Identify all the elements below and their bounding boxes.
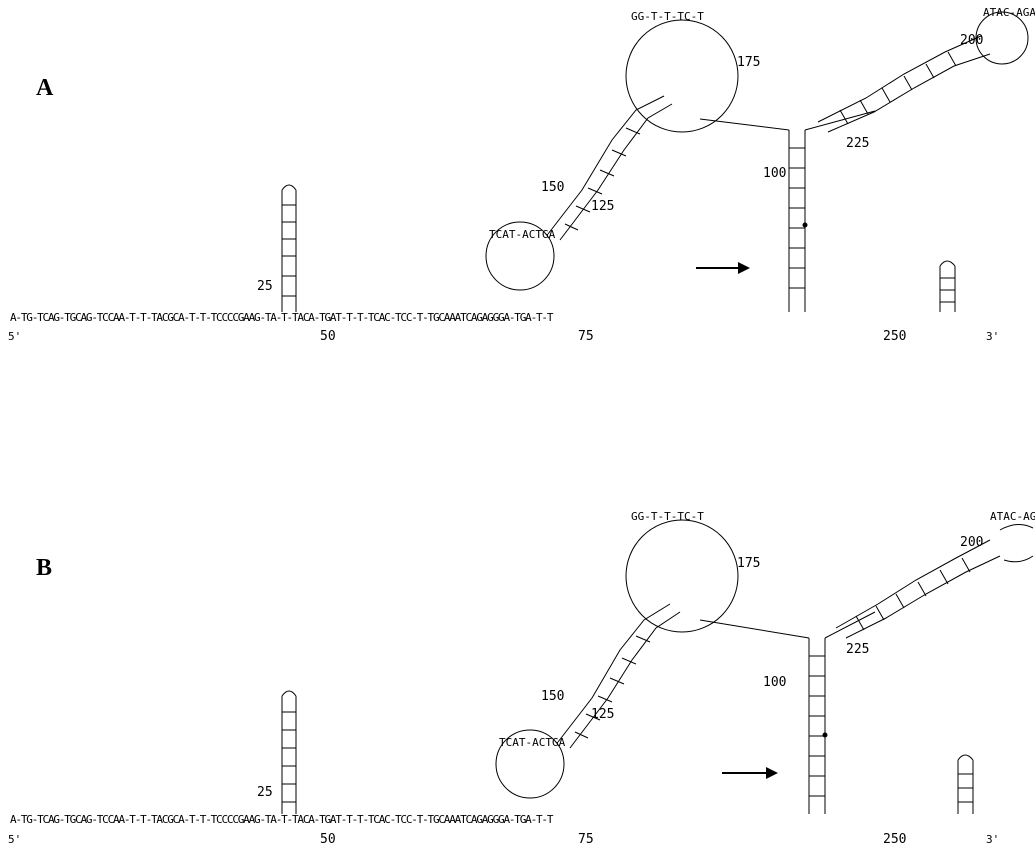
panel-b-pos-175: 175: [737, 556, 760, 571]
panel-b-stem-3prime: [957, 754, 974, 814]
panel-b-pos-150: 150: [541, 689, 564, 704]
panel-a-left-loop: TCAT-ACTGA: [485, 95, 673, 291]
panel-b-pos-75: 75: [578, 832, 594, 847]
panel-a-right-arm: ATAC-AGA: [817, 6, 1035, 133]
panel-a-pos-75: 75: [578, 329, 594, 344]
panel-b-pos-50: 50: [320, 832, 336, 847]
panel-a-label: A: [36, 75, 54, 101]
panel-a-five-prime: 5': [8, 330, 21, 343]
panel-a-pos-50: 50: [320, 329, 336, 344]
panel-b-pos-250: 250: [883, 832, 906, 847]
panel-b-stem-25: [281, 690, 297, 814]
panel-a-top-loop-label: GG-T-T-TC-T: [631, 10, 704, 23]
panel-b-pos-100: 100: [763, 675, 786, 690]
panel-a-pos-175: 175: [737, 55, 760, 70]
panel-b-pos-125: 125: [591, 707, 614, 722]
panel-a-stem-3prime: [939, 260, 956, 312]
panel-a-pos-225: 225: [846, 136, 869, 151]
panel-b-five-prime: 5': [8, 833, 21, 846]
panel-a-pos-125: 125: [591, 199, 614, 214]
panel-a-arrow: [696, 262, 750, 274]
panel-b-three-prime: 3': [986, 833, 999, 846]
panel-b-left-loop-top: TCAT-ACTGA: [499, 736, 566, 749]
panel-b-pos-200: 200: [960, 535, 983, 550]
panel-a-pos-100: 100: [763, 166, 786, 181]
panel-b-pos-25: 25: [257, 785, 273, 800]
panel-a-pos-150: 150: [541, 180, 564, 195]
panel-a-three-prime: 3': [986, 330, 999, 343]
panel-b-pos-225: 225: [846, 642, 869, 657]
panel-a-main-stem: [699, 110, 876, 312]
panel-b-main-stem: [699, 611, 876, 814]
panel-b-arrow: [722, 767, 778, 779]
panel-a-sequence: A-TG-TCAG-TGCAG-TCCAA-T-T-TACGCA-T-T-TCC…: [10, 311, 554, 324]
panel-a-top-right-loop-label: ATAC-AGA: [983, 6, 1035, 19]
panel-b-top-right-loop-label: ATAC-AGA: [990, 510, 1035, 523]
panel-a-left-loop-top: TCAT-ACTGA: [489, 228, 556, 241]
panel-b-top-loop-label: GG-T-T-TC-T: [631, 510, 704, 523]
panel-b-left-loop: TCAT-ACTGA: [495, 603, 681, 799]
panel-b-right-arm: ATAC-AGA: [835, 510, 1035, 639]
panel-a-pos-250: 250: [883, 329, 906, 344]
panel-b-top-loop: GG-T-T-TC-T: [625, 510, 739, 633]
panel-a-stem-25: [281, 184, 297, 312]
panel-b: B A-TG-TCAG-TGCAG-TCCAA-T-T-TACGCA-T-T-T…: [8, 510, 1035, 847]
panel-a-top-loop: GG-T-T-TC-T: [625, 10, 739, 133]
panel-b-sequence: A-TG-TCAG-TGCAG-TCCAA-T-T-TACGCA-T-T-TCC…: [10, 813, 554, 826]
panel-a: A A-TG-TCAG-TGCAG-TCCAA-T-T-TACGCA-T-T-T…: [8, 6, 1035, 344]
panel-b-label: B: [36, 555, 52, 581]
panel-a-pos-25: 25: [257, 279, 273, 294]
